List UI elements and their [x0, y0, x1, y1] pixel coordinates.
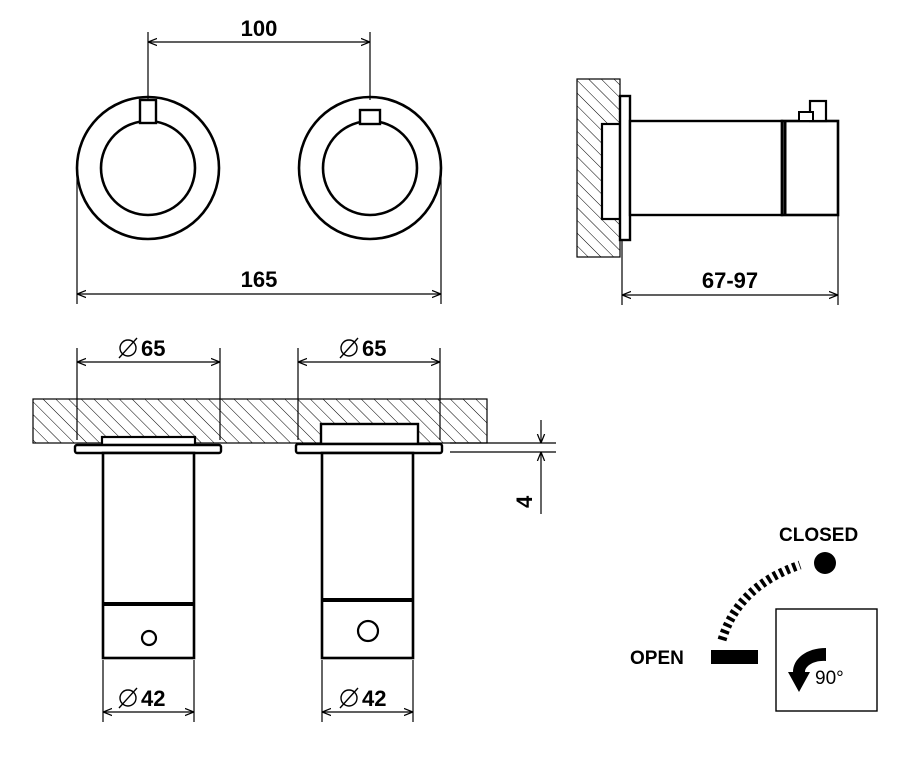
diameter-symbol-icon	[339, 337, 359, 359]
left-valve-body	[101, 451, 196, 660]
diameter-symbol-icon	[118, 687, 138, 709]
rotation-arc-icon	[717, 560, 802, 642]
dimension-flange-thickness: 4	[512, 495, 537, 508]
side-handle	[780, 119, 840, 217]
left-valve-section	[73, 435, 223, 660]
closed-dot-icon	[814, 552, 836, 574]
closed-label: CLOSED	[779, 525, 858, 546]
dimension-flange-right: 65	[362, 336, 386, 361]
dimension-flange-left: 65	[141, 336, 165, 361]
open-label: OPEN	[630, 648, 684, 669]
dimension-center-distance: 100	[241, 16, 278, 41]
diameter-symbol-icon	[118, 337, 138, 359]
rotation-box	[775, 608, 878, 712]
right-valve-body	[320, 451, 415, 660]
dimension-body-left: 42	[141, 686, 165, 711]
side-view: 67-97	[576, 78, 840, 305]
left-screw-hole	[140, 629, 158, 647]
front-view: 100 165	[75, 16, 443, 304]
side-body	[628, 119, 784, 217]
diameter-symbol-icon	[339, 687, 359, 709]
rotation-legend: CLOSED OPEN 90°	[630, 525, 878, 712]
side-flange	[618, 94, 632, 242]
open-bar-icon	[711, 650, 758, 664]
right-knob-front	[297, 95, 443, 241]
dimension-body-right: 42	[362, 686, 386, 711]
left-knob-front	[75, 95, 221, 241]
dimension-depth-range: 67-97	[702, 268, 758, 293]
right-screw-hole	[356, 619, 380, 643]
rotation-angle: 90°	[815, 668, 844, 689]
right-flange-plate	[294, 442, 444, 455]
section-view: 65 65 4	[32, 336, 556, 722]
rotation-arrow-icon	[788, 648, 826, 692]
dimension-overall-width: 165	[241, 267, 278, 292]
right-valve-section	[294, 422, 444, 660]
